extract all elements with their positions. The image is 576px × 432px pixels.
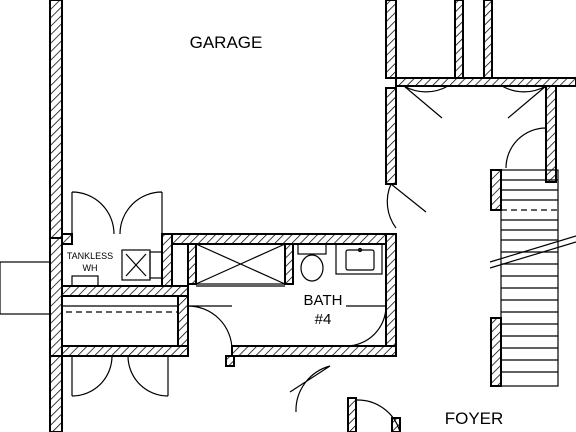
stair-left-wall-upper <box>490 169 502 211</box>
toilet-tank <box>297 243 327 255</box>
tankless-door-right <box>119 191 163 235</box>
upper-door-right <box>501 85 547 119</box>
exterior-bumpout <box>0 261 51 315</box>
tankless-label-line1: TANKLESS <box>67 251 113 261</box>
closet-bottom-wall <box>61 345 189 357</box>
bath-door <box>187 305 233 351</box>
shower-right-wall <box>284 243 294 285</box>
left-wall-mid <box>49 237 63 357</box>
garage-right-wall-upper <box>385 0 397 79</box>
foyer-jamb-left <box>347 397 357 432</box>
left-exterior-wall-lower <box>49 355 63 432</box>
bath-label-line1: BATH <box>304 292 343 309</box>
shower-left-wall <box>187 243 197 285</box>
column-left <box>454 0 464 79</box>
lower-wall-stub <box>225 355 235 367</box>
tankless-label-line2: WH <box>83 263 98 273</box>
upper-door-left <box>403 85 449 119</box>
tankless-bottom-wall <box>61 285 189 297</box>
garage-label: GARAGE <box>190 33 263 52</box>
upper-right-header <box>395 77 576 87</box>
foyer-door <box>355 399 401 432</box>
bath-right-wall <box>385 233 397 357</box>
vanity <box>335 243 383 275</box>
sink <box>345 249 375 271</box>
fixtures <box>62 243 383 313</box>
left-exterior-wall-upper <box>49 0 63 239</box>
stairs <box>489 169 576 387</box>
garage-bottom-wall <box>161 233 397 245</box>
stair-left-wall-lower <box>490 317 502 387</box>
closet-door-right <box>127 355 169 397</box>
foyer-jamb-right <box>391 417 401 432</box>
bath-bottom-wall <box>231 345 397 357</box>
garage-right-wall-lower <box>385 87 397 185</box>
bath-label-line2: #4 <box>315 311 332 328</box>
water-heater-unit <box>149 251 163 279</box>
column-right <box>483 0 493 79</box>
toilet-bowl <box>300 254 324 282</box>
room-labels: GARAGE TANKLESS WH BATH #4 FOYER <box>67 33 503 428</box>
doors <box>71 85 547 432</box>
stair-closet-door <box>505 127 547 169</box>
stair-run <box>500 169 559 387</box>
bath-inner-door <box>345 305 387 347</box>
lower-door <box>289 365 331 413</box>
closet-door-left <box>71 355 113 397</box>
stair-break-line <box>489 235 576 263</box>
garage-entry-door <box>386 183 427 229</box>
tankless-door-left <box>71 191 115 235</box>
right-wall-upper <box>545 85 557 183</box>
utility-box <box>71 275 99 287</box>
foyer-label: FOYER <box>445 409 504 428</box>
shower <box>195 243 286 285</box>
tankless-top-wall <box>61 233 73 245</box>
